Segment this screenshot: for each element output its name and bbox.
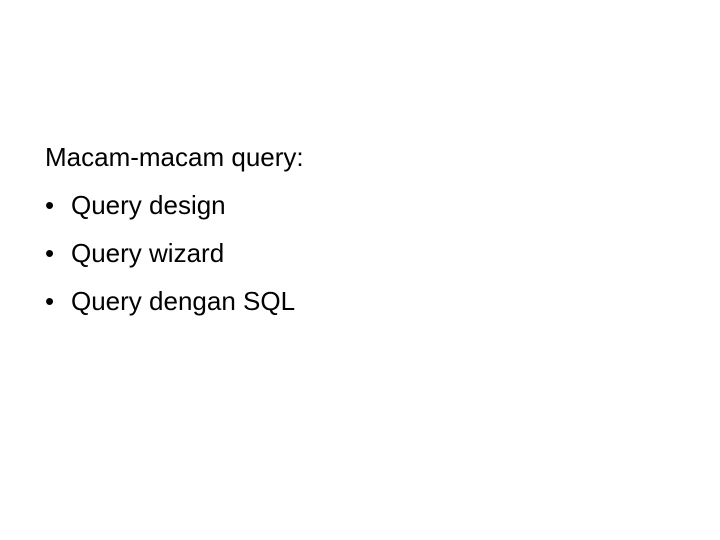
bullet-icon: • (45, 286, 55, 316)
list-item-label: Query design (71, 190, 226, 220)
slide-heading: Macam-macam query: (45, 142, 304, 172)
list-item: • Query design (45, 181, 665, 229)
bullet-list: • Query design • Query wizard • Query de… (45, 181, 665, 325)
list-item-label: Query dengan SQL (71, 286, 296, 316)
slide-content: Macam-macam query: • Query design • Quer… (45, 133, 665, 325)
list-item: • Query dengan SQL (45, 277, 665, 325)
list-item: • Query wizard (45, 229, 665, 277)
list-item-label: Query wizard (71, 238, 225, 268)
bullet-icon: • (45, 238, 55, 268)
bullet-icon: • (45, 190, 55, 220)
